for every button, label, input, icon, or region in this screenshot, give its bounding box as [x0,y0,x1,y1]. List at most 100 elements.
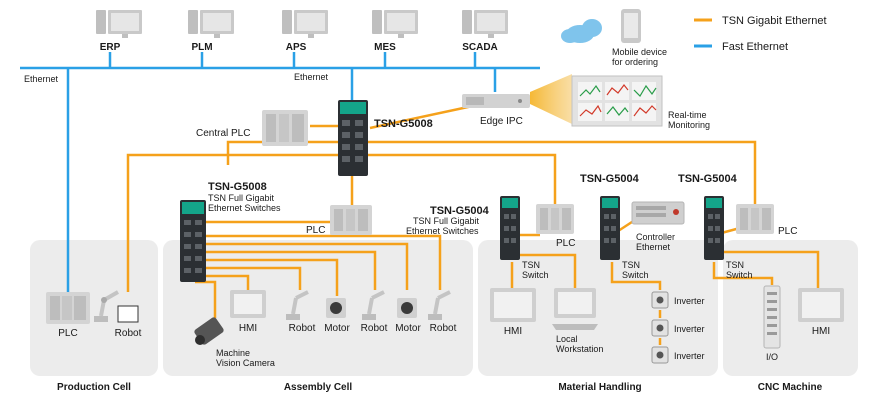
material-plc-label: PLC [556,238,575,249]
assembly-switch-line2: Ethernet Switches [208,203,281,213]
production-robot-icon [94,290,139,323]
scada-workstation-icon [462,10,508,38]
production-plc-icon [46,292,90,324]
material-tsn-switch-line2: Switch [522,270,549,280]
material-hmi-icon [490,288,536,322]
plm-label: PLM [191,42,212,53]
production-cell-panel [30,240,158,376]
material-handling-panel [478,240,718,376]
local-workstation-icon [552,288,598,330]
inverter-3-icon [651,346,669,364]
inverter-2-icon [651,319,669,337]
cnc-hmi-label: HMI [812,326,830,337]
material-switch-line2: Ethernet Switches [406,226,479,236]
controller-line1: Controller [636,232,675,242]
material-hmi-label: HMI [504,326,522,337]
cnc-hmi-icon [798,288,844,322]
erp-workstation-icon [96,10,142,38]
assembly-motor-1-label: Motor [324,323,350,334]
monitoring-screen-icon [571,75,663,127]
machine-vision-camera-icon [194,317,224,345]
assembly-robot-2-label: Robot [361,323,388,334]
mes-label: MES [374,42,396,53]
legend: TSN Gigabit Ethernet Fast Ethernet [694,15,827,53]
io-module-icon [763,285,781,349]
camera-line1: Machine [216,348,250,358]
mobile-label-line1: Mobile device [612,47,667,57]
inverter-2-label: Inverter [674,324,705,334]
material-handling-label: Material Handling [558,382,641,393]
mid-tsn-switch-line1: TSN [622,260,640,270]
cnc-tsn-switch-line2: Switch [726,270,753,280]
switch-mid-title: TSN-G5004 [580,173,640,185]
assembly-cell-panel [163,240,473,376]
assembly-motor-2-label: Motor [395,323,421,334]
aps-workstation-icon [282,10,328,38]
material-switch-line1: TSN Full Gigabit [413,216,480,226]
mid-tsn-switch-line2: Switch [622,270,649,280]
production-cell-label: Production Cell [57,382,131,393]
ethernet-mid-label: Ethernet [294,72,329,82]
mobile-device-icon [621,9,641,43]
controller-line2: Ethernet [636,242,671,252]
assembly-motor-2-icon [397,298,417,318]
camera-line2: Vision Camera [216,358,275,368]
assembly-plc-label: PLC [306,225,325,236]
material-plc-icon [536,204,574,234]
production-plc-label: PLC [58,328,77,339]
legend-tsn-label: TSN Gigabit Ethernet [722,15,827,27]
edge-ipc-label: Edge IPC [480,116,523,127]
assembly-robot-2-icon [362,290,385,320]
assembly-switch-title: TSN-G5008 [208,181,267,193]
assembly-plc-icon [330,205,372,235]
inverter-1-icon [651,291,669,309]
assembly-switch-icon [180,200,206,282]
assembly-robot-3-icon [428,290,451,320]
mes-workstation-icon [372,10,418,38]
cnc-machine-panel [723,240,858,376]
central-plc-label: Central PLC [196,128,250,139]
assembly-robot-1-icon [286,290,309,320]
edge-ipc-icon [462,94,530,108]
fast-ethernet-links [20,52,540,292]
controller-icon [631,201,685,225]
cnc-tsn-switch-line1: TSN [726,260,744,270]
erp-label: ERP [100,42,121,53]
switch-right-icon [704,196,724,260]
material-switch-icon [500,196,520,260]
aps-label: APS [286,42,307,53]
assembly-motor-1-icon [326,298,346,318]
local-ws-line2: Workstation [556,344,603,354]
realtime-line2: Monitoring [668,120,710,130]
assembly-hmi-icon [230,290,266,318]
scada-label: SCADA [462,42,498,53]
material-tsn-switch-line1: TSN [522,260,540,270]
assembly-switch-line1: TSN Full Gigabit [208,193,275,203]
switch-mid-icon [600,196,620,260]
core-switch-label: TSN-G5008 [374,118,433,130]
inverter-3-label: Inverter [674,351,705,361]
assembly-robot-3-label: Robot [430,323,457,334]
assembly-hmi-label: HMI [239,323,257,334]
central-plc-icon [262,110,308,146]
local-ws-line1: Local [556,334,578,344]
assembly-robot-1-label: Robot [289,323,316,334]
cnc-plc-icon [736,204,774,234]
mobile-label-line2: for ordering [612,57,658,67]
assembly-cell-label: Assembly Cell [284,382,353,393]
realtime-line1: Real-time [668,110,707,120]
inverter-1-label: Inverter [674,296,705,306]
cnc-machine-label: CNC Machine [758,382,823,393]
io-label: I/O [766,352,778,362]
realtime-beam [530,74,572,124]
cloud-icon [561,19,602,43]
switch-right-title: TSN-G5004 [678,173,738,185]
plm-workstation-icon [188,10,234,38]
legend-fast-label: Fast Ethernet [722,41,788,53]
cnc-plc-label: PLC [778,226,797,237]
production-robot-label: Robot [115,328,142,339]
ethernet-left-label: Ethernet [24,74,59,84]
core-switch-icon [338,100,368,176]
